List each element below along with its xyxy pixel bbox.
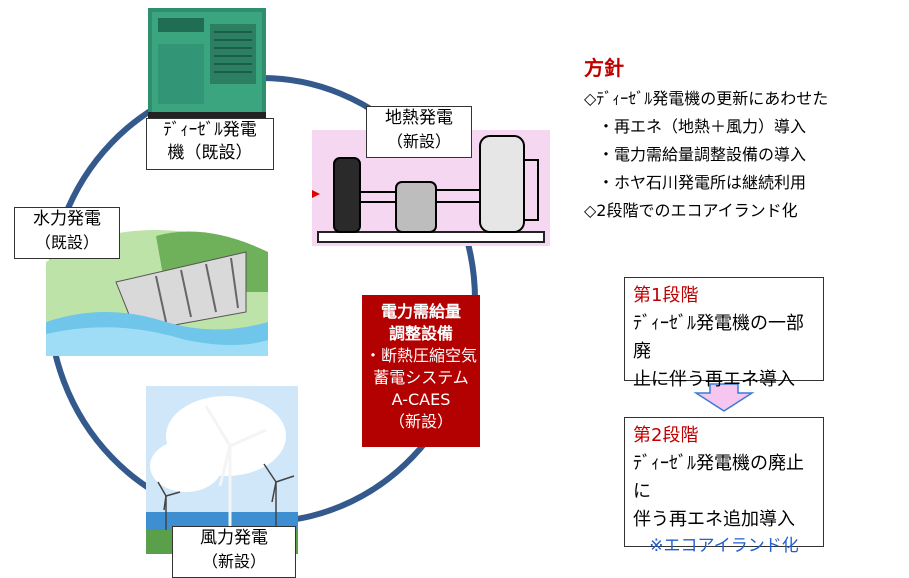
hydro-dam-image <box>46 230 268 356</box>
storage-title1: 電力需給量 <box>380 302 461 321</box>
policy-section: 方針 ◇ﾃﾞｨｰｾﾞﾙ発電機の更新にあわせた ・再エネ（地熱＋風力）導入 ・電力… <box>584 52 904 225</box>
stage-arrow <box>693 383 755 412</box>
policy-line: ◇2段階でのエコアイランド化 <box>584 201 798 220</box>
policy-line: ・ホヤ石川発電所は継続利用 <box>598 173 807 192</box>
stage-2-line2: 伴う再エネ追加導入 <box>633 509 795 530</box>
stage-2-box: 第2段階 ﾃﾞｨｰｾﾞﾙ発電機の廃止に 伴う再エネ追加導入 ※エコアイランド化 <box>624 417 824 556</box>
diesel-generator-image <box>148 8 266 120</box>
stage-2-note: ※エコアイランド化 <box>649 536 799 556</box>
hydro-label: 水力発電 （既設） <box>14 207 120 259</box>
diesel-label-line2: 機（既設） <box>167 143 253 163</box>
hydro-label-line1: 水力発電 <box>33 209 101 229</box>
stage-2-title: 第2段階 <box>633 425 699 446</box>
storage-line3: A-CAES <box>391 390 451 409</box>
hydro-label-line2: （既設） <box>34 233 99 252</box>
diesel-label-line1: ﾃﾞｨｰｾﾞﾙ発電 <box>163 120 257 140</box>
diesel-generator-label: ﾃﾞｨｰｾﾞﾙ発電 機（既設） <box>146 118 274 170</box>
geothermal-plant-image <box>312 130 550 246</box>
geothermal-label-line2: （新設） <box>386 132 451 151</box>
wind-label: 風力発電 （新設） <box>172 526 296 578</box>
stage-1-title: 第1段階 <box>633 285 699 306</box>
storage-line2: 蓄電システム <box>373 368 469 387</box>
stage-1-line1: ﾃﾞｨｰｾﾞﾙ発電機の一部廃 <box>633 313 804 362</box>
wind-label-line1: 風力発電 <box>200 528 268 548</box>
policy-line: ◇ﾃﾞｨｰｾﾞﾙ発電機の更新にあわせた <box>584 89 829 108</box>
stage-2-line1: ﾃﾞｨｰｾﾞﾙ発電機の廃止に <box>633 453 804 502</box>
stage-1-box: 第1段階 ﾃﾞｨｰｾﾞﾙ発電機の一部廃 止に伴う再エネ導入 <box>624 277 824 390</box>
policy-line: ・再エネ（地熱＋風力）導入 <box>598 117 807 136</box>
policy-line: ・電力需給量調整設備の導入 <box>598 145 807 164</box>
wind-label-line2: （新設） <box>201 552 266 571</box>
geothermal-label-line1: 地熱発電 <box>385 108 453 128</box>
policy-title: 方針 <box>584 56 624 80</box>
storage-title2: 調整設備 <box>388 324 453 343</box>
storage-line1: ・断熱圧縮空気 <box>364 346 477 365</box>
storage-line4: （新設） <box>388 412 453 431</box>
stage-1-line2: 止に伴う再エネ導入 <box>633 369 795 390</box>
geothermal-label: 地熱発電 （新設） <box>366 106 472 158</box>
storage-system-box: 電力需給量 調整設備 ・断熱圧縮空気 蓄電システム A-CAES （新設） <box>362 295 480 447</box>
